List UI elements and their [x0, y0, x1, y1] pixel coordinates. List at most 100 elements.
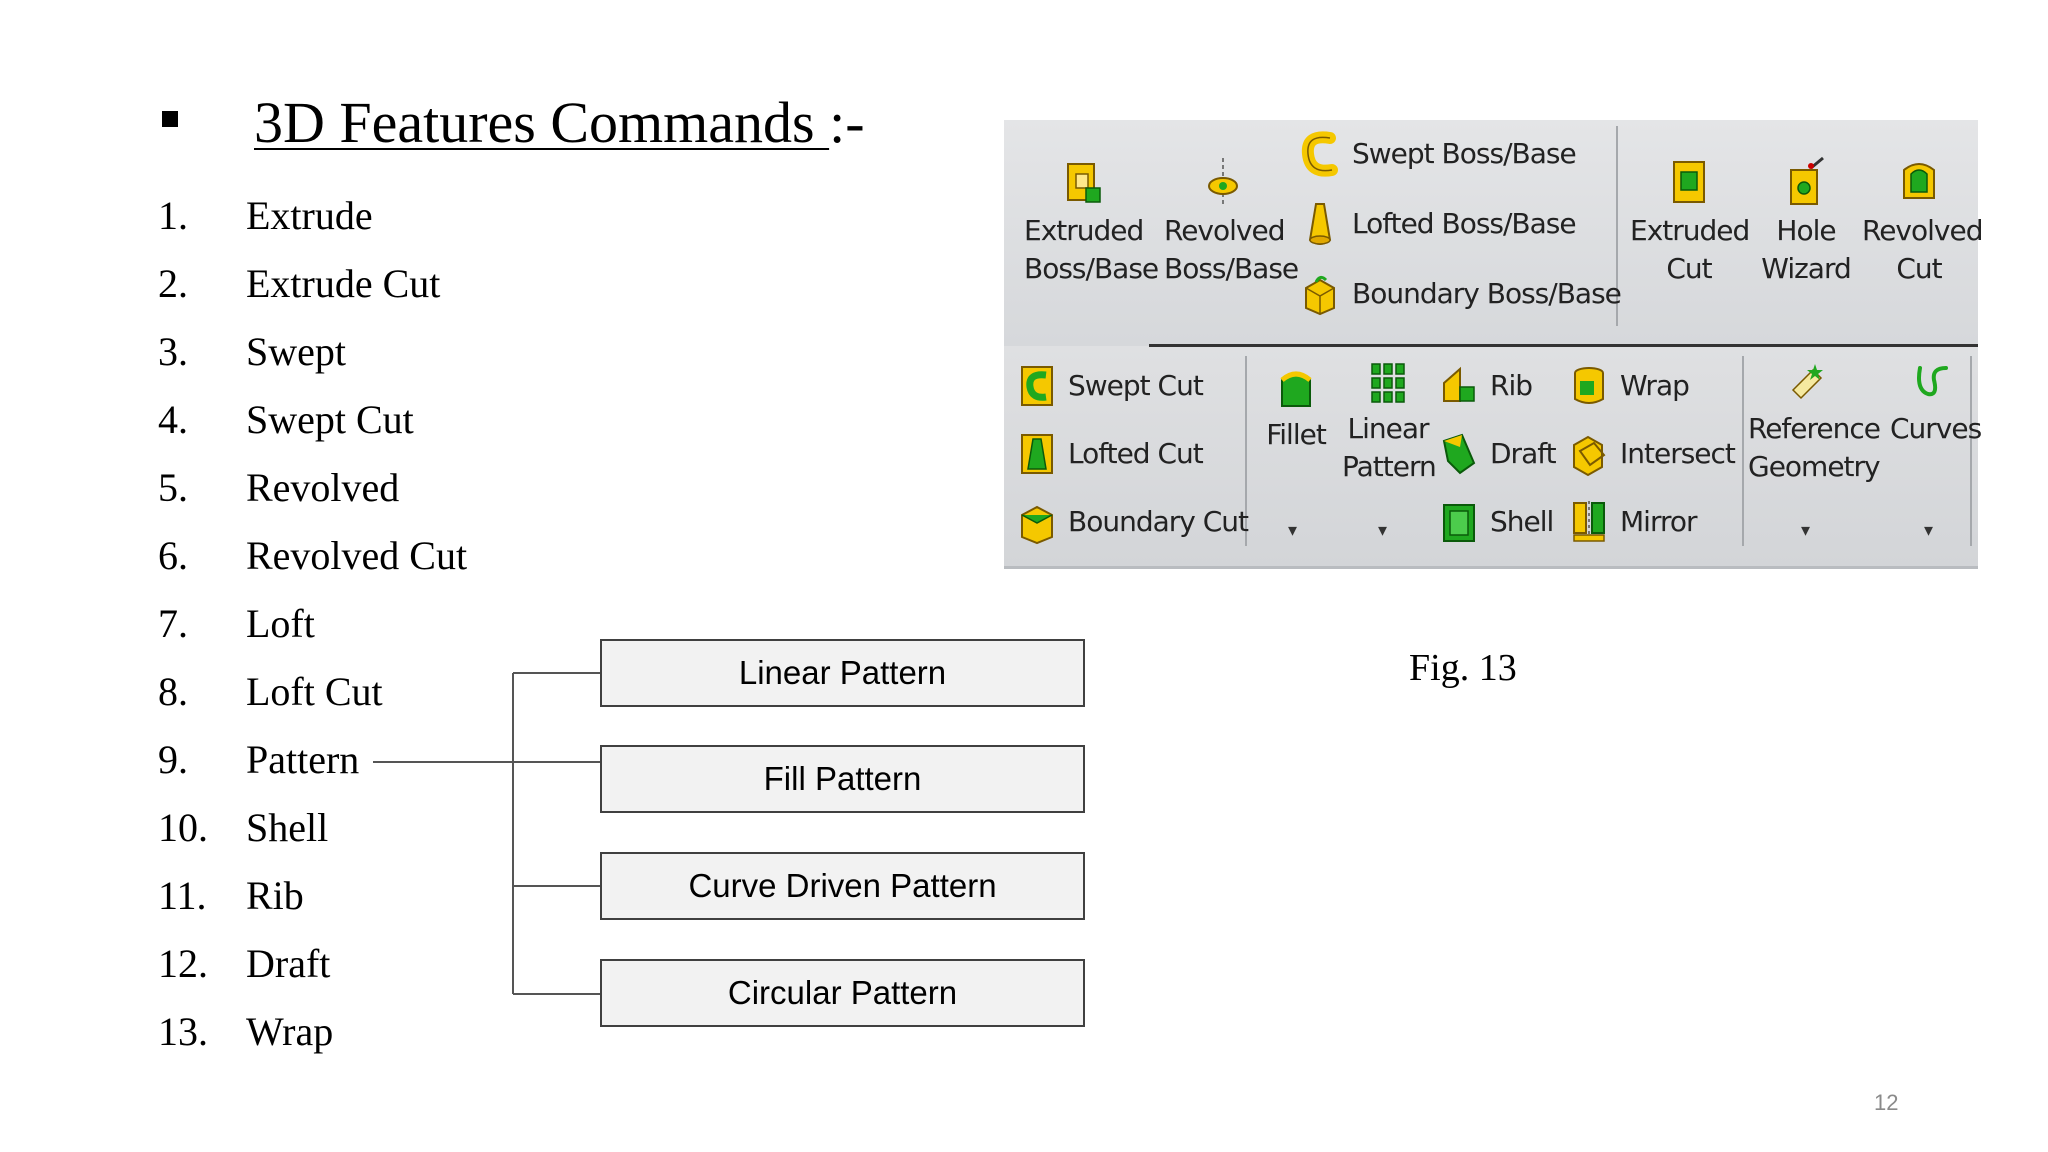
shell-button[interactable]: Shell — [1440, 496, 1554, 548]
list-item-number: 9. — [158, 737, 188, 782]
list-item-number: 3. — [158, 329, 188, 374]
list-item-label: Swept — [246, 329, 346, 374]
lofted-cut-button[interactable]: Lofted Cut — [1018, 428, 1204, 480]
wrap-label: Wrap — [1620, 369, 1690, 402]
list-item-label: Extrude Cut — [246, 261, 441, 306]
boundary-cut-button[interactable]: Boundary Cut — [1018, 496, 1249, 548]
revolved-cut-icon — [1903, 163, 1935, 199]
intersect-label: Intersect — [1620, 437, 1736, 470]
list-item: 1.Extrude — [158, 192, 373, 240]
curves-button[interactable]: Curves — [1890, 360, 1982, 448]
fillet-label: Fillet — [1266, 418, 1327, 451]
boundary-boss-label: Boundary Boss/Base — [1352, 277, 1622, 310]
rib-icon — [1443, 366, 1475, 402]
linear-pattern-dropdown-icon[interactable]: ▾ — [1378, 520, 1388, 541]
list-item-label: Rib — [246, 873, 304, 918]
toolbar-separator — [1616, 126, 1618, 326]
list-item-number: 7. — [158, 601, 188, 646]
fillet-button[interactable]: Fillet — [1256, 366, 1336, 454]
boundary-boss-base-button[interactable]: Boundary Boss/Base — [1300, 268, 1622, 320]
list-item-label: Swept Cut — [246, 397, 414, 442]
linear-pattern-box: Linear Pattern — [600, 639, 1085, 707]
list-item-number: 1. — [158, 193, 188, 238]
reference-geometry-dropdown-icon[interactable]: ▾ — [1801, 520, 1811, 541]
rib-label: Rib — [1490, 369, 1533, 402]
lofted-boss-icon — [1308, 203, 1332, 245]
title-bullet — [162, 111, 178, 127]
rib-button[interactable]: Rib — [1440, 360, 1533, 412]
extruded-cut-button[interactable]: Extruded Cut — [1630, 156, 1750, 288]
slide-title-text: 3D Features Commands — [254, 90, 830, 155]
revolved-boss-icon — [1208, 158, 1238, 206]
swept-boss-base-button[interactable]: Swept Boss/Base — [1300, 128, 1577, 180]
list-item: 9.Pattern — [158, 736, 359, 784]
wrap-button[interactable]: Wrap — [1570, 360, 1690, 412]
extruded-boss-base-button[interactable]: Extruded Boss/Base — [1024, 156, 1159, 288]
list-item-label: Revolved Cut — [246, 533, 468, 578]
draft-icon — [1442, 433, 1476, 475]
revolved-cut-label-1: Revolved — [1862, 214, 1983, 247]
mirror-button[interactable]: Mirror — [1570, 496, 1697, 548]
hole-wizard-icon — [1790, 156, 1824, 205]
toolbar-separator — [1970, 356, 1972, 546]
linear-pattern-button[interactable]: Linear Pattern — [1342, 360, 1437, 486]
draft-button[interactable]: Draft — [1440, 428, 1557, 480]
toolbar-separator — [1245, 356, 1247, 546]
list-item-number: 12. — [158, 941, 208, 986]
linear-pattern-label-2: Pattern — [1342, 450, 1437, 483]
figure-caption: Fig. 13 — [1409, 647, 1517, 689]
list-item: 3. Swept — [158, 328, 346, 376]
list-item: 12. Draft — [158, 940, 330, 988]
toolbar-row-divider — [1149, 344, 1978, 347]
toolbar-row-1 — [1004, 120, 1978, 346]
list-item: 7. Loft — [158, 600, 315, 648]
list-item-label: Shell — [246, 805, 329, 850]
list-item: 11. Rib — [158, 872, 304, 920]
list-item-label: Revolved — [246, 465, 400, 510]
lofted-boss-label: Lofted Boss/Base — [1352, 207, 1577, 240]
list-item: 5.Revolved — [158, 464, 399, 512]
list-item-label: Draft — [246, 941, 331, 986]
hole-wizard-button[interactable]: Hole Wizard — [1752, 156, 1860, 288]
slide-title-suffix: :- — [829, 90, 865, 155]
lofted-boss-base-button[interactable]: Lofted Boss/Base — [1300, 198, 1577, 250]
extruded-boss-label-1: Extruded — [1024, 214, 1144, 247]
swept-cut-label: Swept Cut — [1068, 369, 1204, 402]
list-item: 10.Shell — [158, 804, 328, 852]
reference-geometry-icon — [1791, 364, 1823, 400]
mirror-icon — [1573, 501, 1605, 543]
list-item-number: 13. — [158, 1009, 208, 1054]
page-number: 12 — [1874, 1090, 1899, 1115]
list-item-number: 6. — [158, 533, 188, 578]
intersect-button[interactable]: Intersect — [1570, 428, 1736, 480]
reference-geometry-label-1: Reference — [1748, 412, 1881, 445]
list-item: 4. Swept Cut — [158, 396, 414, 444]
fillet-icon — [1280, 371, 1312, 407]
list-item-label: Loft — [246, 601, 315, 646]
list-item-label: Wrap — [246, 1009, 334, 1054]
list-item-number: 8. — [158, 669, 188, 714]
list-item-number: 11. — [158, 873, 207, 918]
list-item: 6. Revolved Cut — [158, 532, 467, 580]
lofted-cut-icon — [1021, 434, 1053, 474]
curves-dropdown-icon[interactable]: ▾ — [1924, 520, 1934, 541]
boundary-cut-icon — [1021, 505, 1053, 545]
hole-wizard-label-1: Hole — [1776, 214, 1836, 247]
list-item: 8.Loft Cut — [158, 668, 383, 716]
hole-wizard-label-2: Wizard — [1761, 252, 1852, 285]
curves-icon — [1917, 366, 1948, 397]
swept-cut-button[interactable]: Swept Cut — [1018, 360, 1204, 412]
revolved-boss-base-button[interactable]: Revolved Boss/Base — [1164, 156, 1299, 288]
extruded-cut-icon — [1673, 161, 1705, 203]
revolved-cut-button[interactable]: Revolved Cut — [1862, 156, 1983, 288]
fillet-dropdown-icon[interactable]: ▾ — [1288, 520, 1298, 541]
extruded-boss-icon — [1067, 163, 1101, 203]
shell-label: Shell — [1490, 505, 1554, 538]
extruded-cut-label-1: Extruded — [1630, 214, 1750, 247]
swept-boss-label: Swept Boss/Base — [1352, 137, 1577, 170]
list-item-number: 4. — [158, 397, 188, 442]
linear-pattern-icon — [1371, 363, 1405, 403]
reference-geometry-button[interactable]: Reference Geometry — [1748, 360, 1881, 486]
extruded-boss-label-2: Boss/Base — [1024, 252, 1159, 285]
